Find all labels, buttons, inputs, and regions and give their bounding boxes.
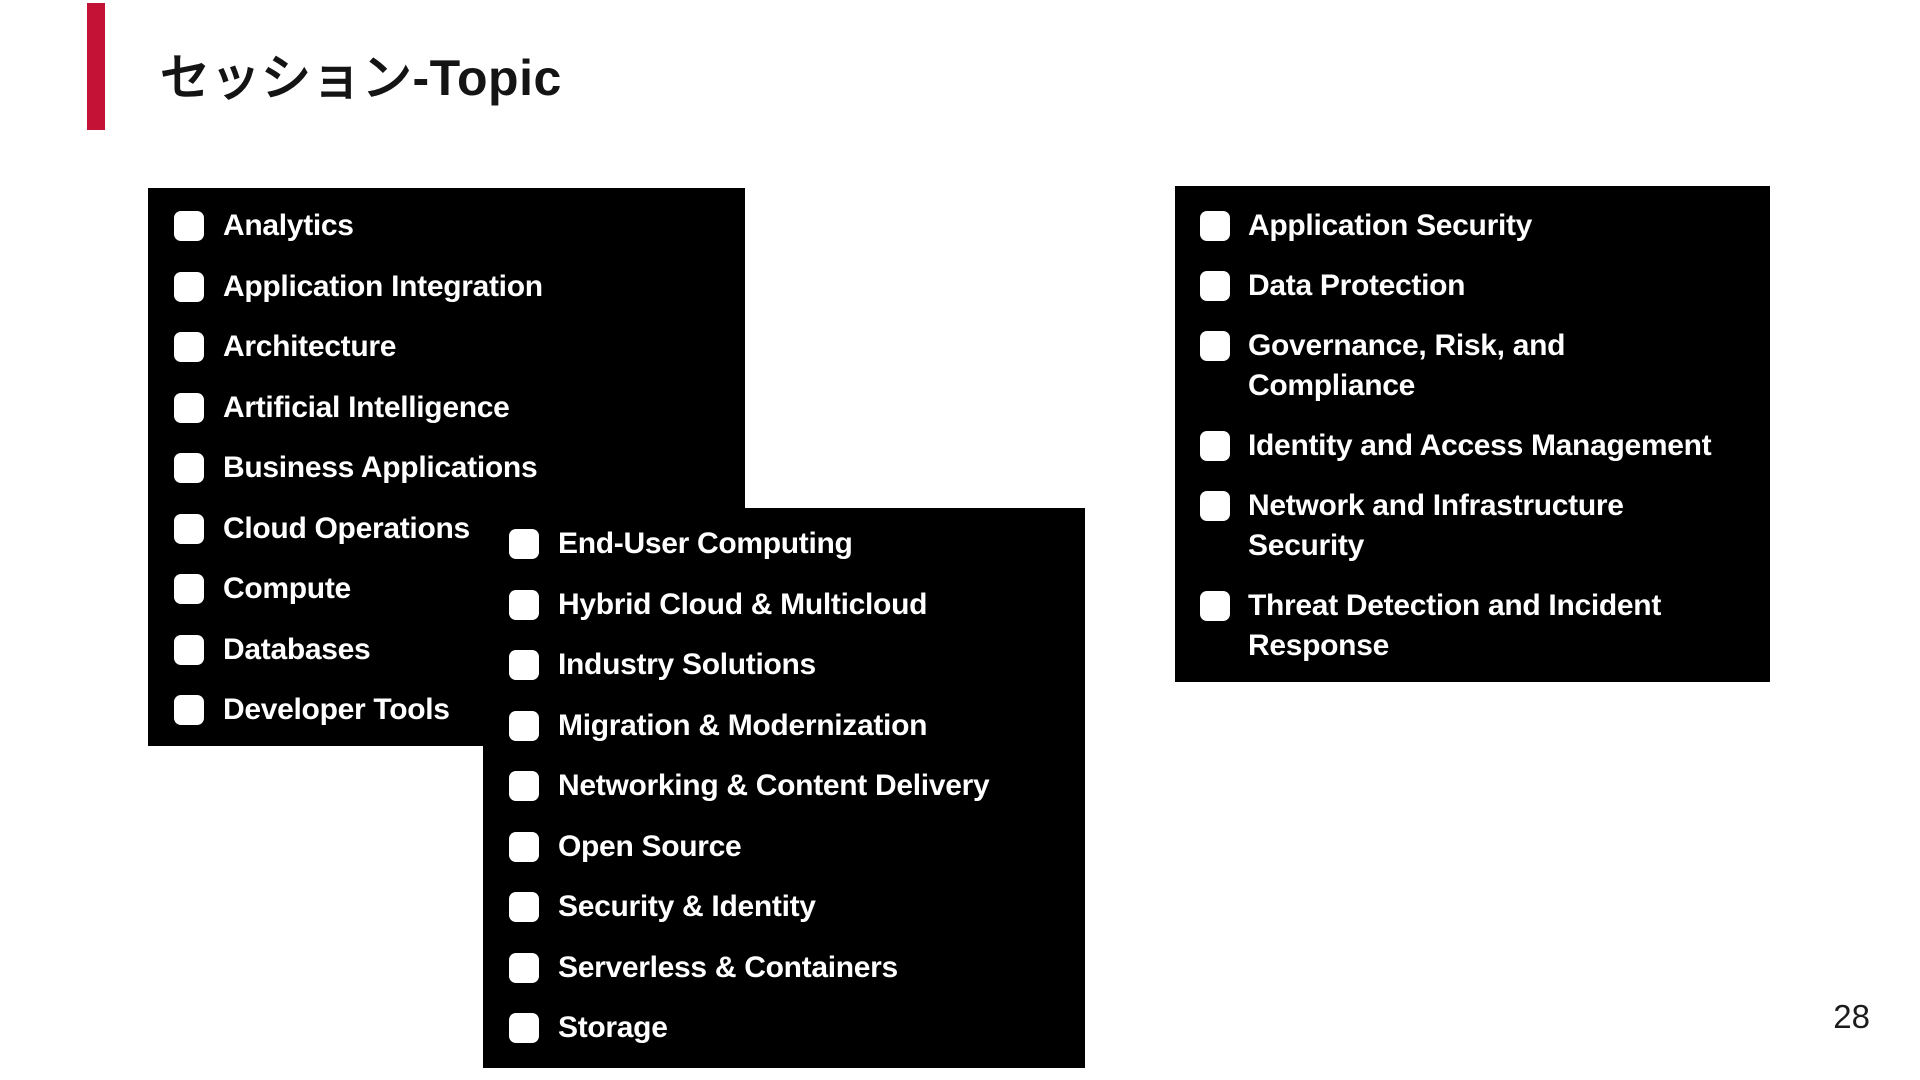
topic-item: Architecture [148, 317, 745, 378]
checkbox[interactable] [1200, 591, 1230, 621]
topic-label: Data Protection [1248, 269, 1466, 302]
topic-item: Business Applications [148, 438, 745, 499]
topic-label: Analytics [223, 209, 354, 243]
topic-label: Artificial Intelligence [223, 390, 510, 424]
checkbox[interactable] [509, 952, 539, 983]
accent-bar [87, 3, 105, 130]
checkbox[interactable] [174, 634, 204, 665]
topic-item: Threat Detection and Incident Response [1175, 576, 1770, 676]
topic-label: Application Integration [223, 269, 543, 303]
topic-label: Network and Infrastructure Security [1248, 489, 1624, 562]
checkbox[interactable] [509, 892, 539, 923]
topic-item: Cloud Operations [148, 499, 745, 560]
topic-item: Industry Solutions [483, 635, 1085, 696]
topic-label: Cloud Operations [223, 511, 470, 545]
checkbox[interactable] [174, 392, 204, 423]
checkbox[interactable] [509, 710, 539, 741]
topic-item: Developer Tools [148, 680, 745, 741]
checkbox[interactable] [509, 831, 539, 862]
topic-item: Networking & Content Delivery [483, 756, 1085, 817]
topic-label: Databases [223, 632, 371, 666]
topic-item: Governance, Risk, and Compliance [1175, 316, 1770, 416]
topic-item: Compute [148, 559, 745, 620]
checkbox[interactable] [1200, 331, 1230, 361]
topic-item: Databases [148, 620, 745, 681]
topic-item: Storage [483, 998, 1085, 1059]
checkbox[interactable] [174, 453, 204, 484]
topic-label: Business Applications [223, 451, 538, 485]
checkbox[interactable] [509, 771, 539, 802]
topic-label: Identity and Access Management [1248, 429, 1712, 462]
checkbox[interactable] [509, 1013, 539, 1044]
topic-label: Compute [223, 572, 351, 606]
topic-label: Architecture [223, 330, 397, 364]
topic-item: Serverless & Containers [483, 938, 1085, 999]
topic-item: Identity and Access Management [1175, 416, 1770, 476]
page-number: 28 [1833, 998, 1870, 1035]
topic-item: Application Integration [148, 257, 745, 318]
topic-item: Artificial Intelligence [148, 378, 745, 439]
checkbox[interactable] [174, 211, 204, 242]
checkbox[interactable] [174, 513, 204, 544]
page-title: セッション-Topic [160, 50, 562, 106]
topic-label: Developer Tools [223, 693, 450, 727]
topic-label: Threat Detection and Incident Response [1248, 589, 1662, 662]
checkbox[interactable] [1200, 271, 1230, 301]
topic-item: End-User Computing [483, 514, 1085, 575]
topic-label: Migration & Modernization [558, 708, 928, 742]
topic-label: Industry Solutions [558, 648, 816, 682]
topic-item: Open Source [483, 817, 1085, 878]
topic-item: Security & Identity [483, 877, 1085, 938]
topic-label: Open Source [558, 829, 742, 863]
checkbox[interactable] [174, 332, 204, 363]
checkbox[interactable] [174, 271, 204, 302]
topic-item: Network and Infrastructure Security [1175, 476, 1770, 576]
checkbox[interactable] [1200, 211, 1230, 241]
checkbox[interactable] [174, 574, 204, 605]
topic-label: Security & Identity [558, 890, 816, 924]
topics-panel-general-1: Analytics Application Integration Archit… [148, 188, 745, 746]
topic-item: Migration & Modernization [483, 696, 1085, 757]
checkbox[interactable] [1200, 491, 1230, 521]
topic-item: Analytics [148, 196, 745, 257]
checkbox[interactable] [509, 529, 539, 560]
topics-panel-security: Application Security Data Protection Gov… [1175, 186, 1770, 682]
topic-item: Application Security [1175, 196, 1770, 256]
topic-item: Data Protection [1175, 256, 1770, 316]
topic-item: Hybrid Cloud & Multicloud [483, 575, 1085, 636]
checkbox[interactable] [509, 589, 539, 620]
topic-label: End-User Computing [558, 527, 853, 561]
checkbox[interactable] [509, 650, 539, 681]
checkbox[interactable] [1200, 431, 1230, 461]
checkbox[interactable] [174, 695, 204, 726]
topic-label: Governance, Risk, and Compliance [1248, 329, 1566, 402]
topic-label: Application Security [1248, 209, 1533, 242]
topic-label: Hybrid Cloud & Multicloud [558, 587, 928, 621]
topics-panel-general-2: End-User Computing Hybrid Cloud & Multic… [483, 508, 1085, 1068]
topic-label: Storage [558, 1011, 668, 1045]
topic-label: Networking & Content Delivery [558, 769, 990, 803]
topic-label: Serverless & Containers [558, 950, 898, 984]
